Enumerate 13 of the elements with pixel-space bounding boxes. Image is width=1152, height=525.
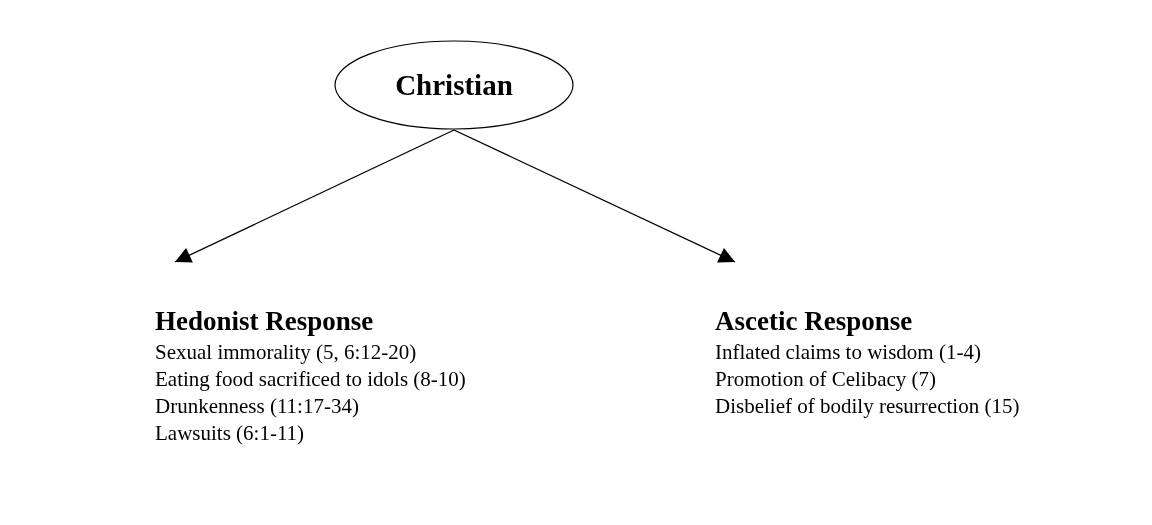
- response-heading: Hedonist Response: [155, 306, 374, 337]
- arrow: [453, 129, 736, 263]
- list-item: Inflated claims to wisdom (1-4): [715, 340, 981, 365]
- list-item: Lawsuits (6:1-11): [155, 421, 305, 446]
- arrow: [174, 129, 455, 263]
- list-item: Sexual immorality (5, 6:12-20): [155, 340, 417, 365]
- list-item: Drunkenness (11:17-34): [155, 394, 359, 419]
- node-title: Christian: [395, 68, 513, 102]
- list-item: Disbelief of bodily resurrection (15): [715, 394, 1020, 419]
- list-item: Promotion of Celibacy (7): [715, 367, 937, 392]
- list-item: Eating food sacrificed to idols (8-10): [155, 367, 466, 392]
- response-heading: Ascetic Response: [715, 306, 913, 337]
- ellipse-node: [334, 40, 574, 130]
